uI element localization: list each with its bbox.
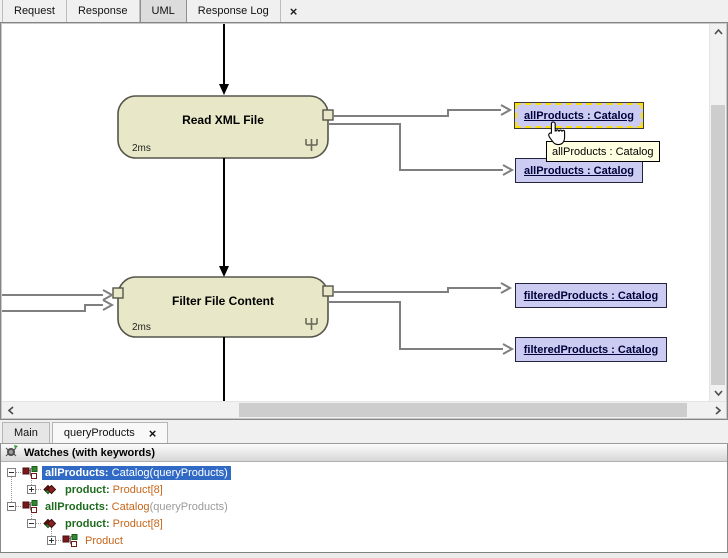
watch-name: product:: [65, 517, 110, 530]
watch-row-allproducts-2[interactable]: allProducts: Catalog(queryProducts): [1, 498, 727, 515]
product-stack-icon: [42, 483, 59, 496]
vertical-scroll-thumb[interactable]: [711, 105, 725, 385]
tree-guide: [51, 528, 52, 540]
fork-icon: [304, 316, 319, 334]
vertical-scrollbar[interactable]: [709, 24, 726, 401]
scroll-right-icon[interactable]: [709, 402, 726, 418]
node-title-read-xml[interactable]: Read XML File: [182, 113, 264, 127]
close-tab-icon[interactable]: ×: [148, 425, 157, 441]
output-filteredproducts-2[interactable]: filteredProducts : Catalog: [515, 337, 667, 362]
watch-type: Product[8]: [109, 517, 163, 530]
tab-response-label: Response: [77, 5, 128, 17]
watch-row-product-type[interactable]: Product: [1, 532, 727, 549]
watch-name: allProducts:: [45, 500, 109, 513]
uml-canvas-frame: Read XML File 2ms Filter File Content 2m…: [0, 22, 728, 420]
tab-response[interactable]: Response: [67, 0, 140, 22]
close-tab-icon[interactable]: ×: [289, 3, 298, 19]
catalog-node-icon: [22, 466, 39, 479]
watch-value: Catalog(queryProducts): [108, 466, 228, 479]
watches-header: Watches (with keywords): [1, 444, 727, 462]
expand-plus-icon[interactable]: [27, 485, 36, 494]
scroll-left-icon[interactable]: [2, 402, 19, 418]
tree-guide: [11, 477, 12, 510]
uml-diagram-canvas[interactable]: Read XML File 2ms Filter File Content 2m…: [2, 24, 709, 401]
output-allproducts-1[interactable]: allProducts : Catalog: [515, 103, 643, 128]
tab-request-label: Request: [14, 5, 55, 17]
tab-main-label: Main: [14, 427, 38, 439]
tree-guide: [31, 475, 32, 489]
watch-row-product-2[interactable]: product: Product[8]: [1, 515, 727, 532]
fork-icon: [304, 137, 319, 155]
tab-main[interactable]: Main: [2, 422, 50, 443]
scroll-up-icon[interactable]: [710, 24, 727, 40]
tab-response-log-label: Response Log: [197, 5, 269, 17]
catalog-node-icon: [62, 534, 79, 547]
watch-type: Product: [85, 534, 123, 547]
node-title-filter[interactable]: Filter File Content: [172, 294, 274, 308]
tab-response-log[interactable]: Response Log: [187, 0, 281, 22]
watch-row-allproducts-1[interactable]: allProducts: Catalog(queryProducts): [1, 464, 727, 481]
collapse-minus-icon[interactable]: [27, 519, 36, 528]
node-duration: 2ms: [132, 322, 151, 333]
collapse-minus-icon[interactable]: [7, 502, 16, 511]
watches-tree[interactable]: allProducts: Catalog(queryProducts) prod…: [1, 462, 727, 552]
window-bottom-strip: [0, 552, 728, 558]
tab-uml[interactable]: UML: [139, 0, 187, 22]
view-tabbar: Request Response UML Response Log ×: [0, 0, 728, 22]
scroll-down-icon[interactable]: [710, 385, 727, 401]
horizontal-scrollbar[interactable]: [2, 401, 726, 418]
diagram-links-layer: [2, 24, 515, 401]
watch-name: product:: [65, 483, 110, 496]
hover-tooltip: allProducts : Catalog: [546, 141, 660, 162]
watch-context: (queryProducts): [149, 500, 228, 513]
tab-request[interactable]: Request: [2, 0, 67, 22]
watches-title: Watches (with keywords): [24, 446, 156, 459]
watches-panel: Watches (with keywords) allProducts: Cat…: [0, 444, 728, 552]
horizontal-scroll-track[interactable]: [19, 402, 709, 418]
tab-queryproducts[interactable]: queryProducts ×: [51, 422, 169, 443]
watches-icon: [5, 444, 19, 461]
tab-uml-label: UML: [151, 5, 175, 17]
catalog-node-icon: [22, 500, 39, 513]
watch-name: allProducts:: [45, 466, 109, 479]
vertical-scroll-track[interactable]: [710, 40, 726, 385]
product-stack-icon: [42, 517, 59, 530]
watch-type: Product[8]: [109, 483, 163, 496]
hand-cursor-icon: [547, 121, 568, 149]
node-duration: 2ms: [132, 143, 151, 154]
horizontal-scroll-thumb[interactable]: [239, 403, 687, 417]
expand-plus-icon[interactable]: [47, 536, 56, 545]
output-filteredproducts-1[interactable]: filteredProducts : Catalog: [515, 283, 667, 308]
tab-queryproducts-label: queryProducts: [63, 427, 135, 439]
tree-guide: [31, 511, 32, 523]
watch-row-product-1[interactable]: product: Product[8]: [1, 481, 727, 498]
diagram-tabbar: Main queryProducts ×: [0, 420, 728, 444]
watch-type: Catalog: [108, 500, 150, 513]
collapse-minus-icon[interactable]: [7, 468, 16, 477]
